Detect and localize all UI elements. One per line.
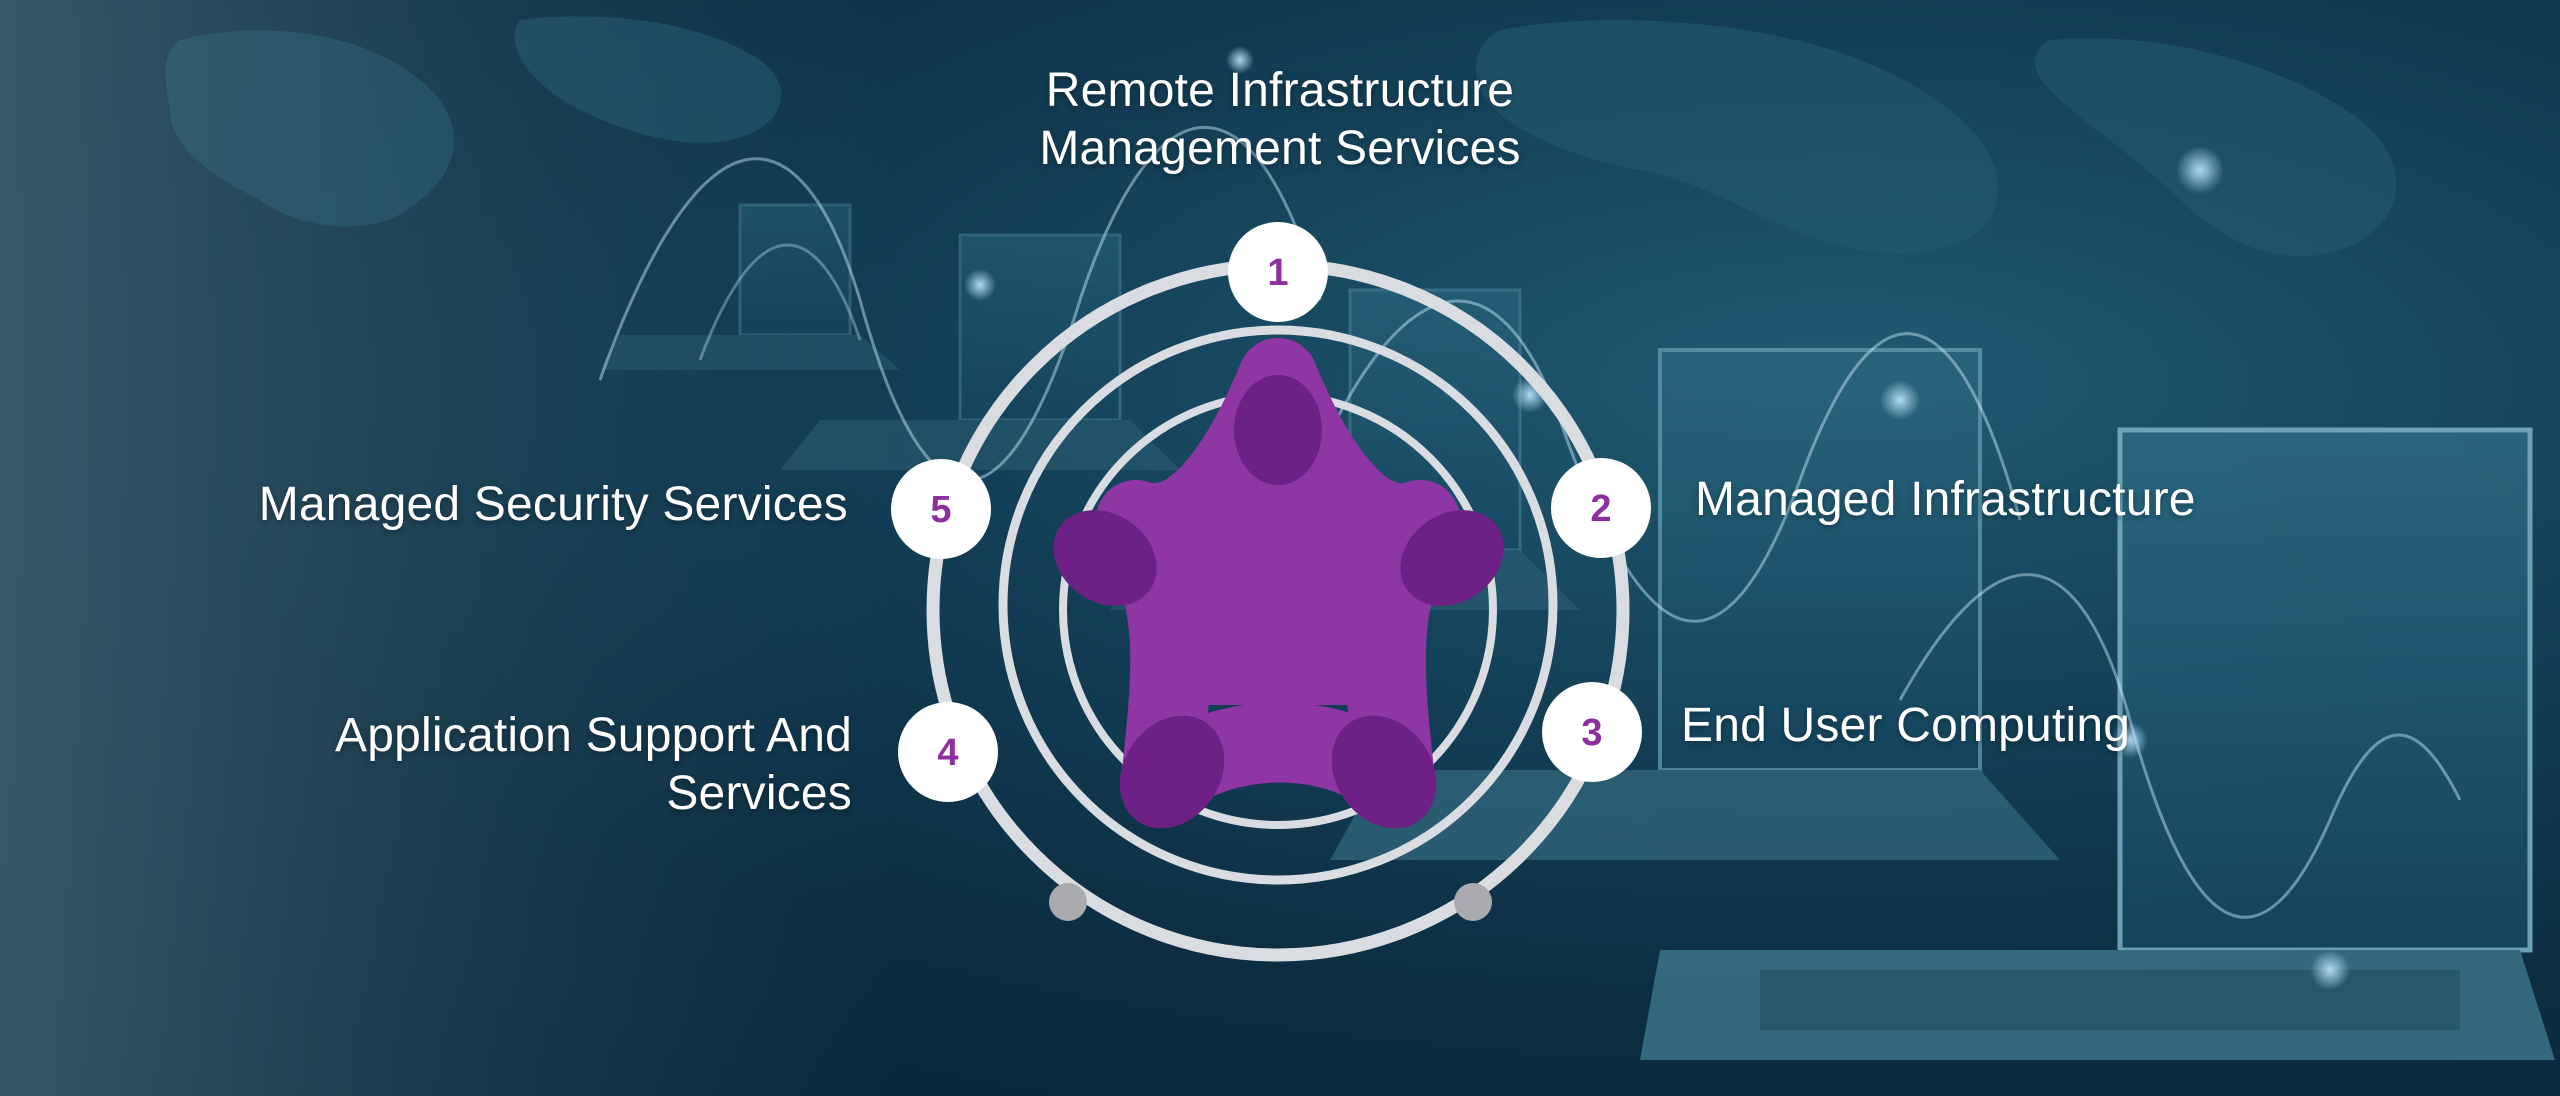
step-4-label-line-1: Application Support And (335, 709, 852, 762)
ring-dot-left (1049, 883, 1087, 921)
step-badge-1: 1 (1228, 222, 1328, 322)
step-badge-5: 5 (891, 459, 991, 559)
step-2-label-line-1: Managed Infrastructure (1695, 473, 2196, 526)
step-3-label: End User Computing (1681, 697, 2130, 755)
step-4-label: Application Support And Services (300, 707, 852, 823)
middle-ring (998, 325, 1558, 885)
svg-text:2: 2 (1590, 488, 1611, 530)
svg-text:3: 3 (1581, 712, 1602, 754)
step-badge-3: 3 (1542, 682, 1642, 782)
step-badge-2: 2 (1551, 458, 1651, 558)
step-1-label-line-1: Remote Infrastructure (1045, 64, 1515, 117)
step-5-label-line-1: Managed Security Services (258, 478, 848, 531)
step-1-label-line-2: Management Services (1039, 122, 1521, 175)
step-3-label-line-1: End User Computing (1681, 699, 2131, 752)
ring-dot-right (1454, 883, 1492, 921)
step-5-label: Managed Security Services (240, 476, 848, 534)
step-1-label: Remote Infrastructure Management Service… (1000, 62, 1560, 178)
step-4-label-line-2: Services (666, 767, 852, 820)
svg-text:4: 4 (937, 732, 958, 774)
purple-star (1053, 338, 1504, 829)
glow-dots (964, 46, 2350, 990)
svg-text:5: 5 (930, 489, 951, 531)
svg-text:1: 1 (1267, 252, 1288, 294)
step-2-label: Managed Infrastructure (1695, 471, 2196, 529)
step-badge-4: 4 (898, 702, 998, 802)
